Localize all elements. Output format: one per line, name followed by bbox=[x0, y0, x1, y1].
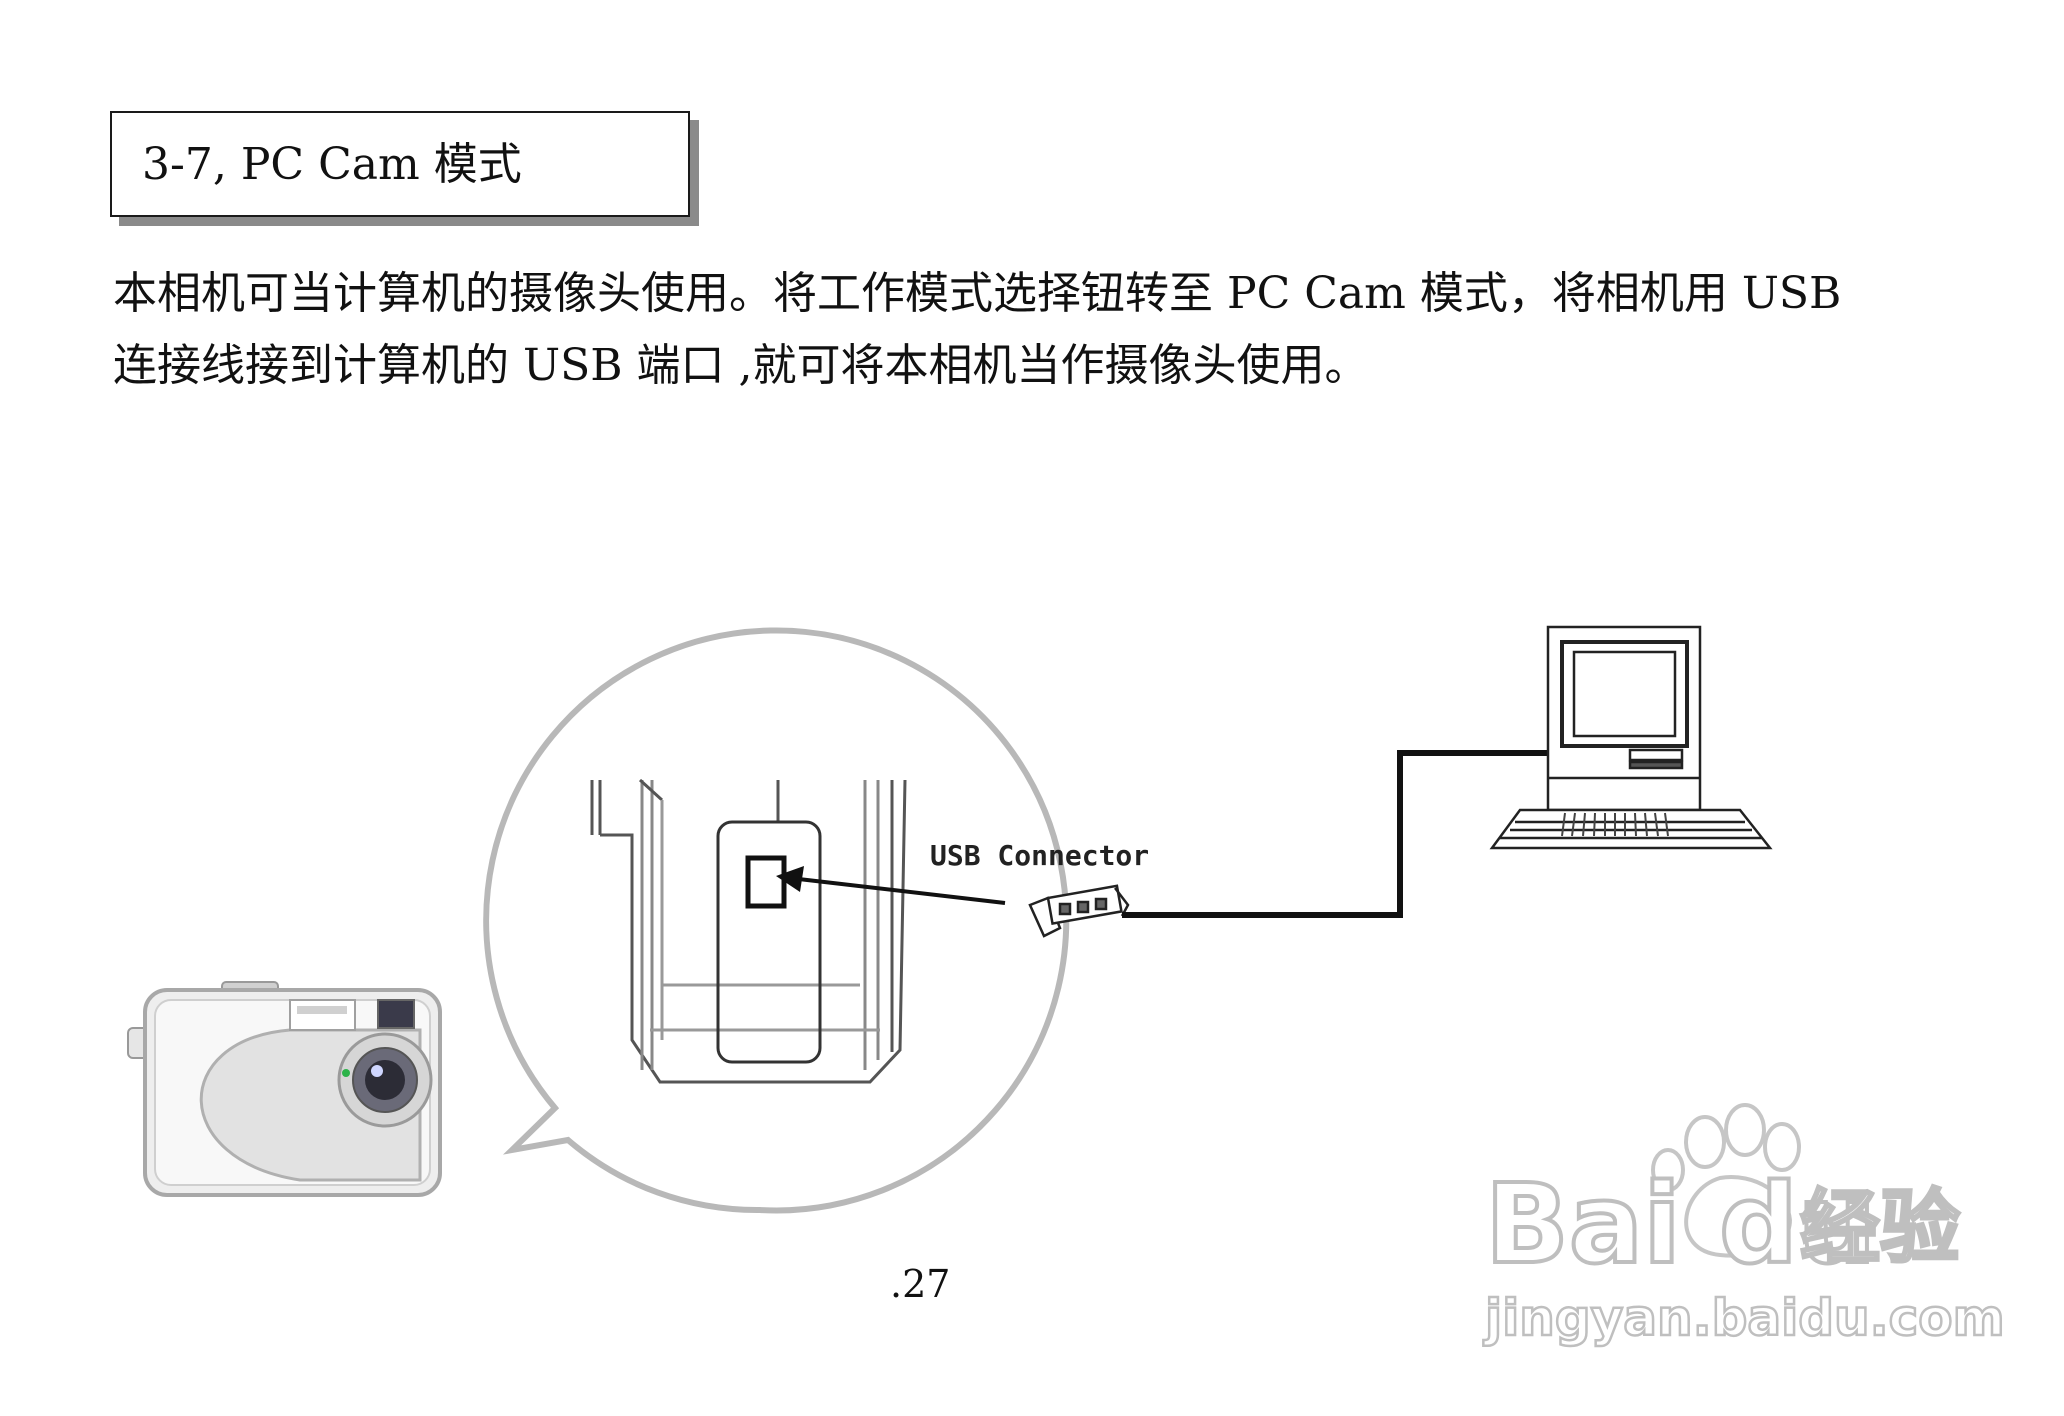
watermark-cn: 经验 bbox=[1800, 1181, 1960, 1274]
computer-icon bbox=[1489, 625, 1773, 850]
body-text-line-1: 本相机可当计算机的摄像头使用。将工作模式选择钮转至 PC Cam 模式，将相机用… bbox=[113, 268, 1842, 319]
page-number: .27 bbox=[890, 1262, 951, 1306]
body-text-line-2: 连接线接到计算机的 USB 端口 ,就可将本相机当作摄像头使用。 bbox=[113, 340, 1369, 391]
watermark-url: jingyan.baidu.com bbox=[1483, 1289, 2005, 1347]
arrow-to-port bbox=[776, 866, 1006, 905]
usb-connector-label: USB Connector bbox=[930, 839, 1149, 872]
usb-plug-icon bbox=[1028, 884, 1130, 938]
zoom-bubble bbox=[483, 627, 1070, 1214]
baidu-watermark: Bai du 经验 jingyan.baidu.com bbox=[1482, 1103, 2006, 1348]
camera-icon bbox=[127, 981, 442, 1197]
usb-cable bbox=[1122, 750, 1548, 918]
section-title: 3-7, PC Cam 模式 bbox=[142, 139, 522, 190]
watermark-logo: Bai du bbox=[1485, 1160, 1876, 1288]
section-header-box: 3-7, PC Cam 模式 bbox=[110, 111, 690, 217]
camera-side-detail bbox=[590, 778, 907, 1084]
